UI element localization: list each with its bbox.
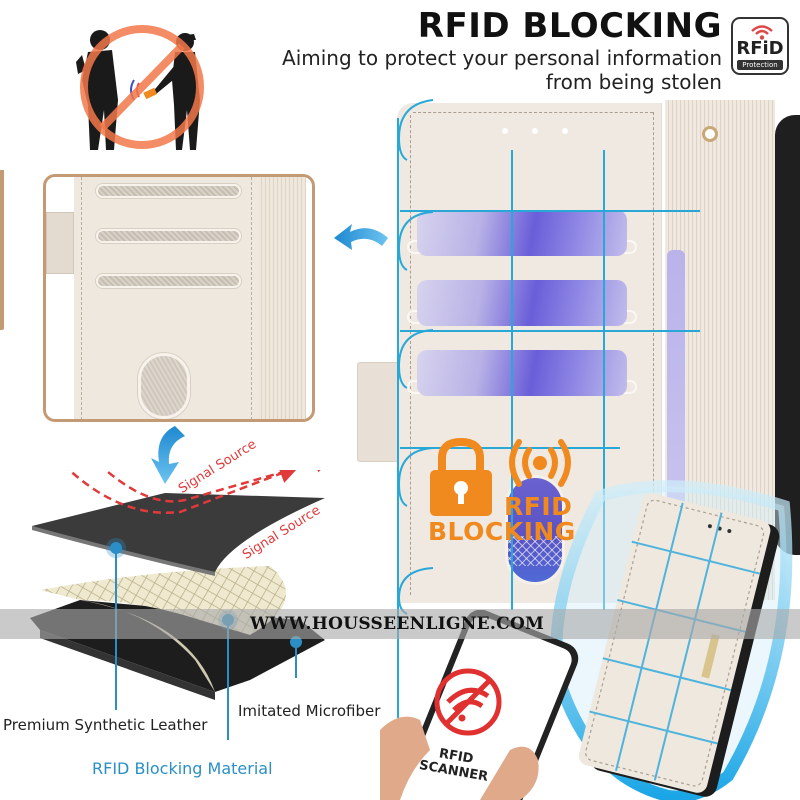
watermark-banner bbox=[0, 609, 800, 639]
open-wallet-with-cards bbox=[355, 100, 800, 603]
rfid-overlay-line-2: BLOCKING bbox=[428, 517, 576, 546]
no-wifi-icon bbox=[434, 668, 502, 736]
layer-label-rfid-material: RFID Blocking Material bbox=[92, 759, 273, 778]
credit-card bbox=[417, 280, 627, 326]
material-layers-diagram bbox=[30, 470, 335, 740]
coin-window bbox=[505, 475, 565, 585]
rivet bbox=[502, 128, 508, 134]
guide-line bbox=[400, 210, 700, 212]
card-slot bbox=[96, 184, 241, 198]
wifi-signal-icon bbox=[751, 25, 773, 40]
guide-line bbox=[400, 330, 700, 332]
card-slots-closeup bbox=[43, 174, 315, 422]
layer-label-microfiber: Imitated Microfiber bbox=[238, 702, 381, 720]
mesh-pattern bbox=[508, 536, 562, 566]
rivet bbox=[562, 128, 568, 134]
credit-card bbox=[417, 350, 627, 396]
broadcast-signal-icon bbox=[509, 439, 571, 487]
card-slot bbox=[96, 274, 241, 288]
rfid-scanner-phone bbox=[380, 610, 579, 800]
shielded-closed-wallet bbox=[550, 480, 793, 800]
badge-protection-text: Protection bbox=[737, 60, 783, 70]
subtitle-line-2: from being stolen bbox=[545, 70, 722, 94]
pickpocket-prohibited-icon bbox=[76, 25, 204, 150]
stitching bbox=[653, 112, 654, 592]
lanyard-grommet bbox=[702, 126, 718, 142]
guide-line bbox=[400, 447, 620, 449]
curved-arrow-down-icon bbox=[151, 426, 185, 484]
credit-card bbox=[417, 210, 627, 256]
rfid-overlay-line-1: RFID bbox=[504, 492, 573, 521]
coin-window bbox=[138, 353, 190, 419]
page-title: RFID BLOCKING bbox=[417, 6, 722, 46]
layer-label-leather: Premium Synthetic Leather bbox=[3, 716, 208, 734]
card-slot bbox=[96, 229, 241, 243]
frame-edge bbox=[0, 170, 4, 330]
subtitle-line-1: Aiming to protect your personal informat… bbox=[282, 46, 722, 70]
rivet bbox=[532, 128, 538, 134]
stitching bbox=[81, 177, 82, 419]
page-subtitle: Aiming to protect your personal informat… bbox=[202, 46, 722, 94]
rfid-protection-badge: RFiD Protection bbox=[731, 17, 789, 75]
padlock-icon bbox=[430, 438, 492, 516]
guide-line bbox=[603, 150, 605, 610]
stitching bbox=[410, 115, 411, 595]
strap-tab bbox=[46, 212, 74, 274]
stitching bbox=[413, 112, 653, 113]
watermark-text: WWW.HOUSSEENLIGNE.COM bbox=[250, 614, 545, 634]
guide-line bbox=[511, 150, 513, 610]
wallet-spine bbox=[258, 177, 306, 419]
curved-arrow-left-icon bbox=[334, 224, 388, 250]
stitching bbox=[251, 177, 252, 419]
guide-line bbox=[397, 118, 399, 718]
phone-edge bbox=[775, 115, 800, 555]
badge-rfid-text: RFiD bbox=[736, 38, 784, 59]
